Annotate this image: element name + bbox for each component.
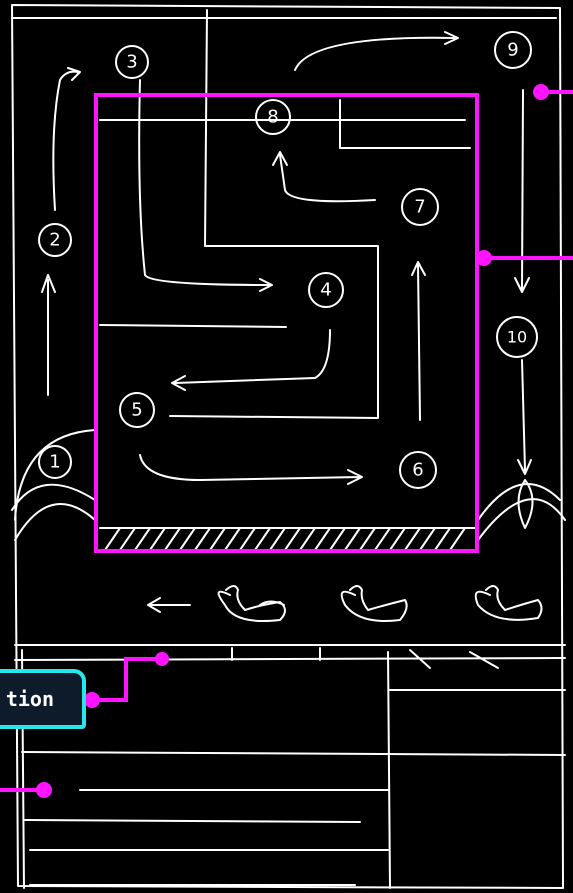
arrow-9-10 [515, 90, 529, 292]
arrow-1-2 [42, 275, 55, 395]
step-number-9: 9 [507, 40, 518, 61]
arrow-10-out [518, 360, 531, 474]
arrow-5-6 [140, 455, 362, 484]
step-number-6: 6 [412, 460, 423, 481]
duck-1 [219, 586, 285, 621]
lower-line-c [25, 820, 360, 822]
top-divider [170, 10, 378, 418]
step-number-3: 3 [126, 52, 137, 73]
hatch-bar [100, 528, 475, 550]
step-number-5: 5 [131, 400, 142, 421]
duck-3 [476, 586, 542, 620]
step-number-1: 1 [49, 452, 60, 473]
step-number-2: 2 [49, 230, 60, 251]
droplet [519, 480, 533, 528]
leader-callout [92, 659, 162, 700]
dot-top-right [533, 84, 549, 100]
step-number-8: 8 [267, 107, 278, 128]
callout-label-text: tion [6, 687, 54, 711]
dot-callout-end [155, 652, 169, 666]
step-number-7: 7 [414, 197, 425, 218]
callout-label: tion [0, 669, 86, 729]
exit-arrow [148, 598, 190, 612]
step-number-4: 4 [320, 280, 331, 301]
top-right-box [340, 100, 470, 148]
right-hump [478, 484, 565, 540]
dot-callout-anchor [84, 692, 100, 708]
step-number-10: 10 [507, 328, 527, 347]
dot-mid-right [476, 250, 492, 266]
inner-wall-2 [100, 325, 286, 327]
arrow-2-3 [53, 68, 80, 210]
arrow-7-8 [273, 152, 375, 201]
duck-2 [342, 586, 407, 621]
lower-line-a [22, 752, 565, 755]
arrow-4-5 [172, 330, 330, 390]
arrow-6-7 [412, 262, 425, 420]
dot-lower-left [36, 782, 52, 798]
arrow-8-9 [295, 32, 458, 70]
lower-vertical-1 [388, 652, 390, 888]
